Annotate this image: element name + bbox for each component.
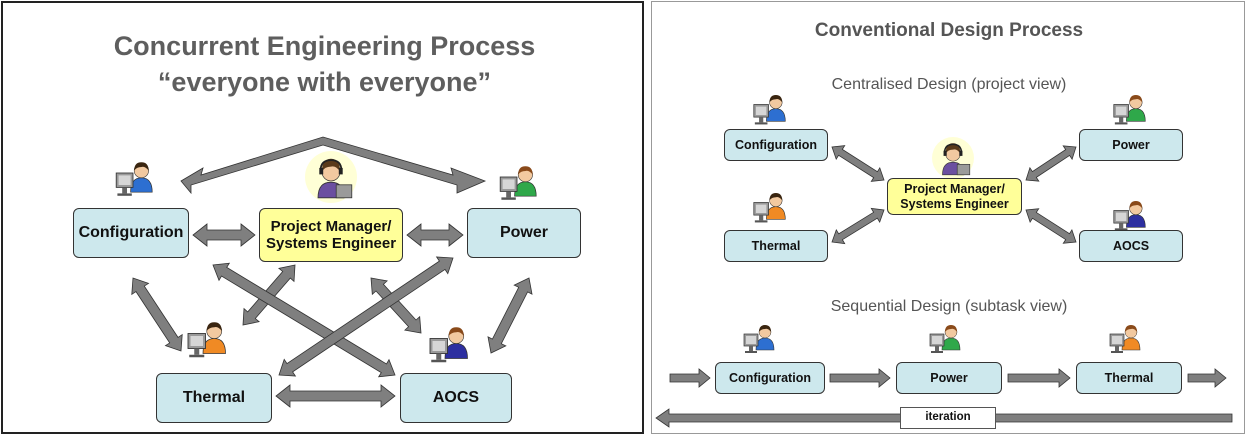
node-pm-line2: Systems Engineer (265, 235, 397, 252)
central-node-power: Power (1079, 129, 1183, 161)
r-seq-person-thermal-icon (1109, 325, 1141, 353)
concurrent-engineering-panel: Concurrent Engineering Process “everyone… (1, 1, 644, 434)
node-pm-line1: Project Manager/ (270, 217, 392, 235)
r-person-pm-icon (932, 137, 974, 179)
sequential-label: Sequential Design (subtask view) (830, 298, 1068, 315)
person-thermal-icon (187, 322, 226, 358)
node-aocs-label: AOCS (432, 388, 480, 406)
r-person-configuration-icon (753, 95, 786, 125)
seq-power-label: Power (930, 370, 968, 385)
seq-node-configuration: Configuration (715, 362, 825, 394)
node-thermal: Thermal (156, 373, 272, 423)
r-seq-arrow-out (1187, 368, 1227, 388)
r-person-power-icon (1113, 95, 1146, 125)
node-aocs: AOCS (400, 373, 512, 423)
r-person-aocs-icon (1113, 201, 1146, 231)
person-aocs-icon (429, 327, 468, 363)
central-aocs-label: AOCS (1112, 238, 1150, 253)
central-thermal-label: Thermal (751, 238, 801, 253)
r-arrow-thermal-pm (831, 207, 885, 245)
seq-node-thermal: Thermal (1076, 362, 1182, 394)
arrow-power-aocs (487, 277, 533, 354)
r-seq-arrow-power-thermal (1007, 368, 1071, 388)
node-configuration-label: Configuration (78, 223, 184, 241)
centralised-label: Centralised Design (project view) (831, 76, 1067, 93)
r-seq-arrow-in (669, 368, 711, 388)
r-arrow-power-pm (1025, 145, 1077, 182)
arrow-power-thermal (278, 256, 454, 377)
arrow-thermal-aocs (275, 384, 396, 408)
r-seq-arrow-config-power (829, 368, 891, 388)
seq-configuration-label: Configuration (729, 370, 811, 385)
r-arrow-config-pm (831, 145, 885, 182)
seq-node-power: Power (896, 362, 1002, 394)
node-power-label: Power (499, 223, 548, 241)
central-pm-line1: Project Manager/ (904, 182, 1005, 197)
central-node-thermal: Thermal (724, 230, 828, 262)
person-configuration-icon (115, 162, 153, 196)
central-node-project-manager: Project Manager/ Systems Engineer (887, 178, 1022, 215)
seq-thermal-label: Thermal (1104, 370, 1154, 385)
node-thermal-label: Thermal (182, 388, 246, 406)
concurrent-title-line2: “everyone with everyone” (157, 67, 492, 97)
arrow-config-pm (192, 223, 256, 247)
r-person-thermal-icon (753, 193, 786, 223)
roof-arrow (180, 136, 487, 195)
central-power-label: Power (1112, 137, 1150, 152)
iteration-box: iteration (900, 407, 996, 429)
concurrent-arrows (115, 136, 537, 408)
central-configuration-label: Configuration (735, 137, 817, 152)
node-power: Power (467, 208, 581, 258)
concurrent-title-line1: Concurrent Engineering Process (113, 31, 536, 61)
central-node-aocs: AOCS (1079, 230, 1183, 262)
r-seq-person-configuration-icon (743, 325, 775, 353)
r-seq-person-power-icon (929, 325, 961, 353)
node-configuration: Configuration (73, 208, 189, 258)
conventional-design-panel: Conventional Design Process Centralised … (651, 1, 1245, 434)
central-node-configuration: Configuration (724, 129, 828, 161)
arrow-config-thermal (131, 277, 183, 352)
arrow-pm-aocs (370, 277, 422, 334)
arrow-config-aocs (212, 262, 396, 378)
arrow-pm-power (406, 223, 464, 247)
conventional-title: Conventional Design Process (814, 20, 1084, 41)
person-project-manager-icon (305, 151, 357, 203)
central-pm-line2: Systems Engineer (900, 196, 1009, 211)
person-power-icon (499, 166, 537, 200)
iteration-label: iteration (925, 411, 971, 424)
node-project-manager: Project Manager/ Systems Engineer (259, 208, 403, 262)
r-arrow-aocs-pm (1025, 208, 1077, 244)
